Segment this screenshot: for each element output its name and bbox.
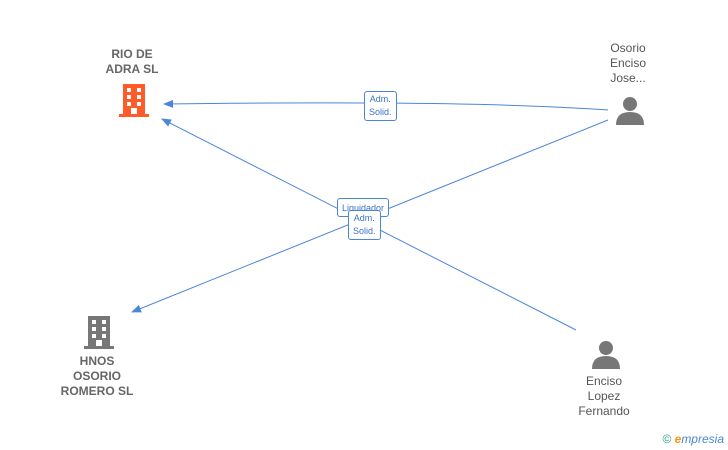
- brand-logo-e: e: [674, 432, 682, 446]
- edge-osorio-to-rio: [163, 99, 609, 111]
- node-rio-de-adra[interactable]: RIO DE ADRA SL: [105, 47, 159, 76]
- person-icon: [592, 341, 620, 369]
- node-enciso-lopez[interactable]: Enciso Lopez Fernando: [578, 374, 630, 418]
- building-icon: [119, 84, 149, 117]
- brand-footer: © empresia: [662, 432, 724, 446]
- node-hnos-osorio[interactable]: HNOS OSORIO ROMERO SL: [60, 354, 134, 398]
- node-osorio-enciso[interactable]: Osorio Enciso Jose...: [609, 41, 647, 85]
- building-icon: [84, 316, 114, 349]
- edge-label-adm-solid-top: Adm. Solid.: [364, 91, 397, 121]
- edge-label-adm-solid-mid: Adm. Solid.: [348, 210, 381, 240]
- copyright-icon: ©: [662, 432, 672, 446]
- brand-name: mpresia: [681, 432, 724, 446]
- person-icon: [616, 97, 644, 125]
